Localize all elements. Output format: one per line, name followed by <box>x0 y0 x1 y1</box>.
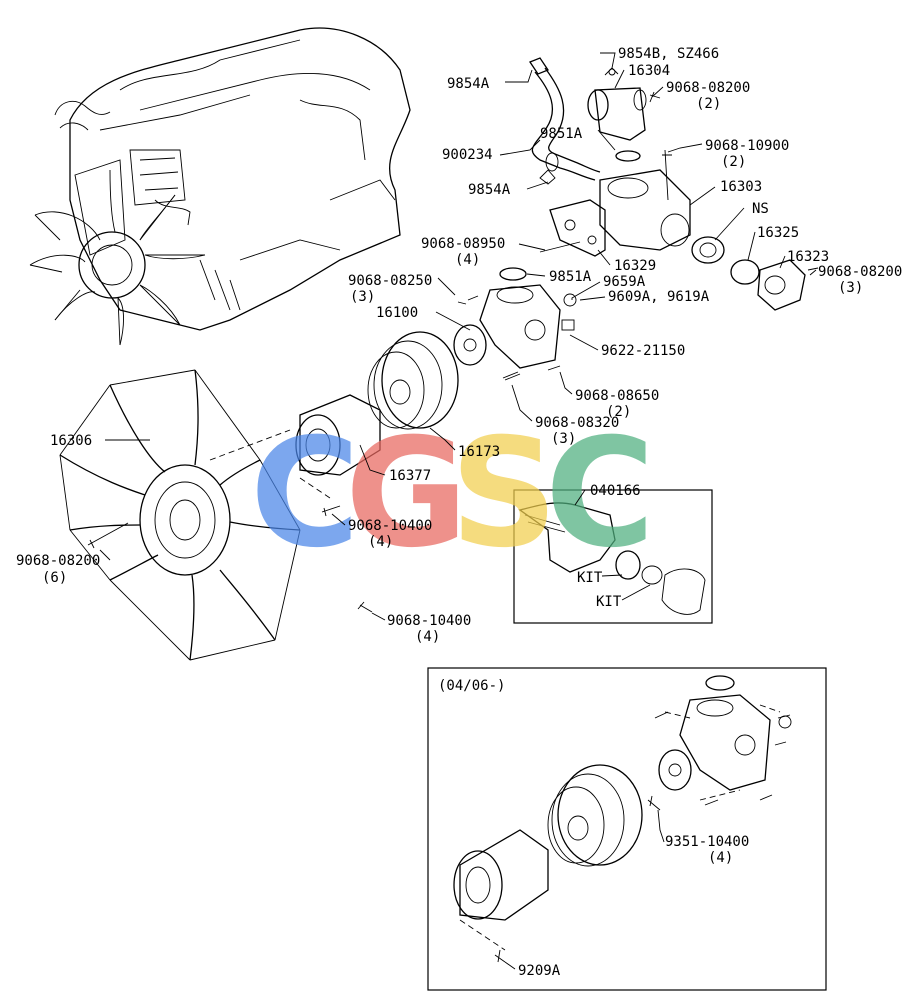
watermark-letter-g: G <box>345 407 468 581</box>
label-9854b-sz466: 9854B, SZ466 <box>618 46 719 62</box>
kit-inset-frame <box>513 489 713 624</box>
label-16325: 16325 <box>757 225 799 241</box>
watermark-letter-s: S <box>450 407 558 581</box>
inset-pump-illustration <box>654 675 792 806</box>
label-9209a: 9209A <box>518 963 561 979</box>
fan-spacer-16377 <box>209 394 381 499</box>
label-900234: 900234 <box>442 147 493 163</box>
label-16100: 16100 <box>376 305 418 321</box>
label-9609a-9619a: 9609A, 9619A <box>608 289 710 305</box>
label-16304: 16304 <box>628 63 670 79</box>
label-9068-08950: 9068-08950 <box>421 236 505 252</box>
label-16173: 16173 <box>458 444 500 460</box>
label-9068-10900-qty: (2) <box>721 154 746 170</box>
label-9068-08200-right: 9068-08200 <box>818 264 902 280</box>
thermostat-housing-16303 <box>599 149 691 251</box>
label-9622-21150: 9622-21150 <box>601 343 685 359</box>
label-16323: 16323 <box>787 249 829 265</box>
label-9351-10400: 9351-10400 <box>665 834 749 850</box>
label-9068-10400-a: 9068-10400 <box>348 518 432 534</box>
thermostat-ns <box>691 236 725 264</box>
bracket-16329 <box>539 199 606 257</box>
variant-inset-frame <box>427 667 827 991</box>
label-16306: 16306 <box>50 433 92 449</box>
o-ring-9851a-top <box>615 150 641 162</box>
label-9068-08950-qty: (4) <box>455 252 480 268</box>
label-16303: 16303 <box>720 179 762 195</box>
label-kit-1: KIT <box>577 570 603 586</box>
watermark-letter-c1: C <box>250 407 360 581</box>
label-9068-10400-a-qty: (4) <box>368 534 393 550</box>
label-9068-08200-left: 9068-08200 <box>16 553 100 569</box>
label-9659a: 9659A <box>603 274 646 290</box>
label-040166: 040166 <box>590 483 641 499</box>
gasket-16325 <box>730 259 760 285</box>
watermark-cgsc: C G S C <box>250 407 655 581</box>
callout-labels: 9854B, SZ466 16304 9854A 9068-08200 (2) … <box>16 46 902 979</box>
label-9068-08650-qty: (2) <box>606 404 631 420</box>
label-inset-date: (04/06-) <box>438 678 505 694</box>
water-pump-16100 <box>453 284 577 379</box>
label-9068-08250-qty: (3) <box>350 289 375 305</box>
inset-pulley <box>547 764 661 867</box>
label-9068-10400-b: 9068-10400 <box>387 613 471 629</box>
label-9068-10400-b-qty: (4) <box>415 629 440 645</box>
label-9068-08650: 9068-08650 <box>575 388 659 404</box>
label-kit-2: KIT <box>596 594 622 610</box>
leader-lines <box>99 52 817 970</box>
watermark-letter-c2: C <box>545 407 655 581</box>
label-9854a-bot: 9854A <box>468 182 511 198</box>
label-9068-08200-top: 9068-08200 <box>666 80 750 96</box>
label-9351-10400-qty: (4) <box>708 850 733 866</box>
cooling-fan-16306 <box>59 369 301 661</box>
o-ring-9851a-mid <box>499 267 527 281</box>
label-9068-08250: 9068-08250 <box>348 273 432 289</box>
label-9851a-mid: 9851A <box>549 269 592 285</box>
label-9068-08320-qty: (3) <box>551 431 576 447</box>
label-16377: 16377 <box>389 468 431 484</box>
label-ns: NS <box>752 201 769 217</box>
label-9068-08320: 9068-08320 <box>535 415 619 431</box>
thermostat-outlet-16304 <box>587 67 661 141</box>
coolant-hose-assembly <box>529 57 601 185</box>
kit-pump-illustration <box>518 502 706 615</box>
label-16329: 16329 <box>614 258 656 274</box>
engine-illustration <box>29 27 411 346</box>
label-9068-08200-left-qty: (6) <box>42 570 67 586</box>
water-inlet-16323 <box>757 259 819 311</box>
label-9851a-top: 9851A <box>540 126 583 142</box>
pulley-16173 <box>367 331 459 430</box>
label-9068-08200-top-qty: (2) <box>696 96 721 112</box>
label-9068-10900: 9068-10900 <box>705 138 789 154</box>
label-9854a-top: 9854A <box>447 76 490 92</box>
label-9068-08200-right-qty: (3) <box>838 280 863 296</box>
inset-fan-spacer <box>453 829 549 963</box>
bolts <box>87 373 521 613</box>
